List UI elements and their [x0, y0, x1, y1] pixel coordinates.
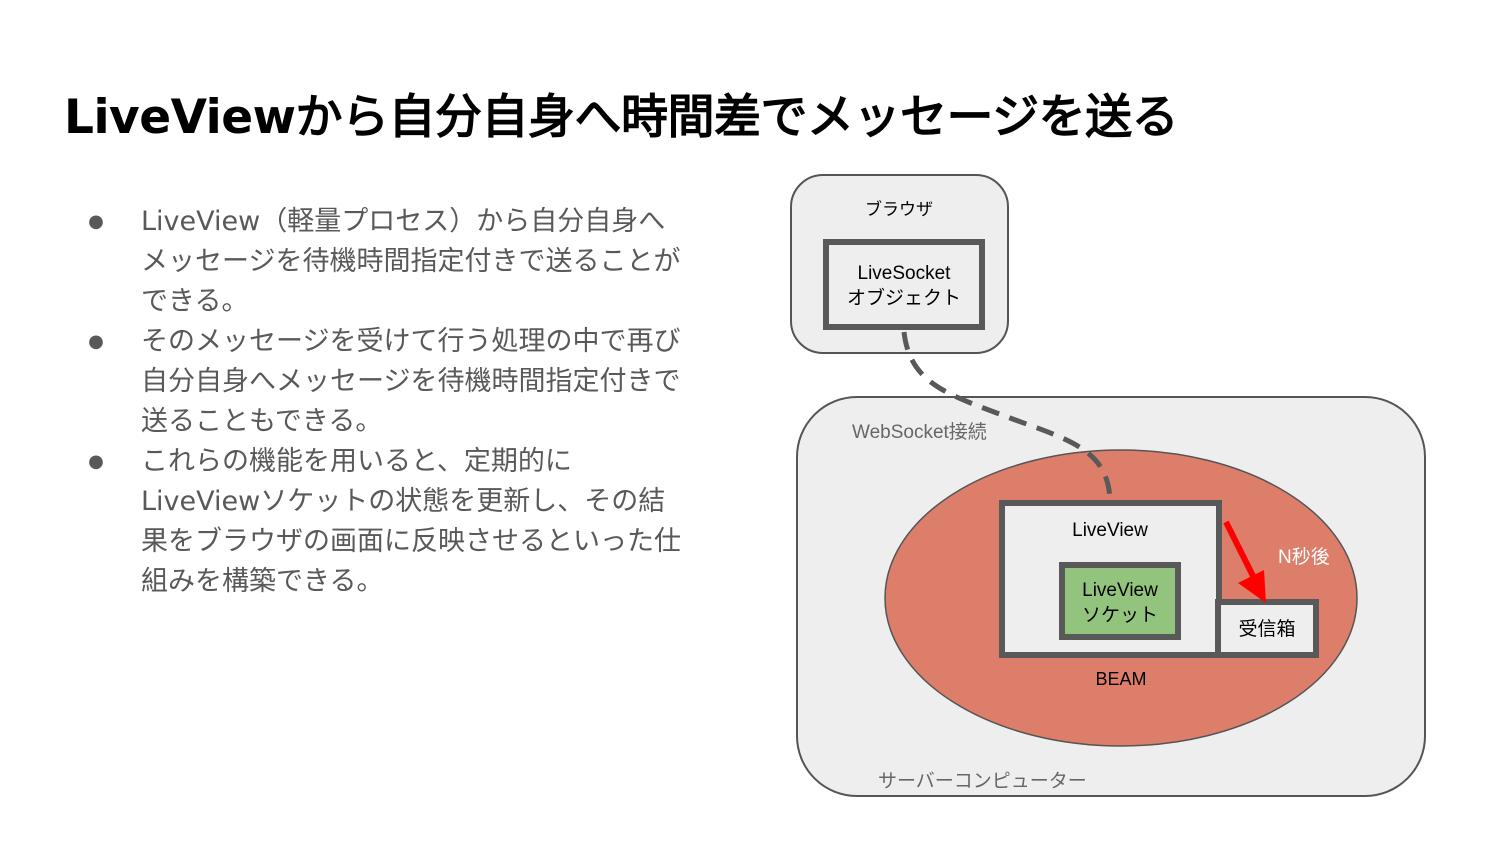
livesocket-label-line2: オブジェクト [847, 286, 961, 309]
beam-label: BEAM [1095, 669, 1146, 689]
bullet-item: ● LiveView（軽量プロセス）から自分自身へメッセージを待機時間指定付きで… [84, 202, 684, 322]
bullet-text: LiveView（軽量プロセス）から自分自身へメッセージを待機時間指定付きで送る… [141, 206, 681, 317]
liveview-label: LiveView [1072, 520, 1148, 541]
browser-label: ブラウザ [865, 199, 933, 219]
liveview-socket-label-line1: LiveView [1082, 580, 1158, 601]
bullet-list: ● LiveView（軽量プロセス）から自分自身へメッセージを待機時間指定付きで… [84, 202, 684, 602]
slide-title: LiveViewから自分自身へ時間差でメッセージを送る [64, 90, 1179, 145]
livesocket-box [823, 239, 985, 330]
websocket-connection-line [901, 331, 1113, 501]
delay-arrow-shaft [1223, 520, 1256, 578]
bullet-item: ● これらの機能を用いると、定期的にLiveViewソケットの状態を更新し、その… [84, 442, 684, 602]
delay-label: N秒後 [1278, 546, 1330, 568]
liveview-socket-box [1059, 562, 1181, 640]
liveview-socket-label-line2: ソケット [1082, 605, 1158, 626]
bullet-item: ● そのメッセージを受けて行う処理の中で再び自分自身へメッセージを待機時間指定付… [84, 322, 684, 442]
websocket-label: WebSocket接続 [852, 421, 987, 443]
livesocket-label-line1: LiveSocket [858, 263, 952, 284]
bullet-icon: ● [88, 331, 104, 352]
red-arrow-down-icon [1238, 570, 1266, 603]
bullet-icon: ● [88, 211, 104, 232]
server-label: サーバーコンピューター [878, 770, 1087, 792]
bullet-icon: ● [88, 451, 104, 472]
bullet-text: そのメッセージを受けて行う処理の中で再び自分自身へメッセージを待機時間指定付きで… [141, 326, 681, 437]
bullet-text: これらの機能を用いると、定期的にLiveViewソケットの状態を更新し、その結果… [141, 446, 681, 597]
inbox-box [1215, 599, 1319, 658]
inbox-label: 受信箱 [1238, 618, 1295, 640]
